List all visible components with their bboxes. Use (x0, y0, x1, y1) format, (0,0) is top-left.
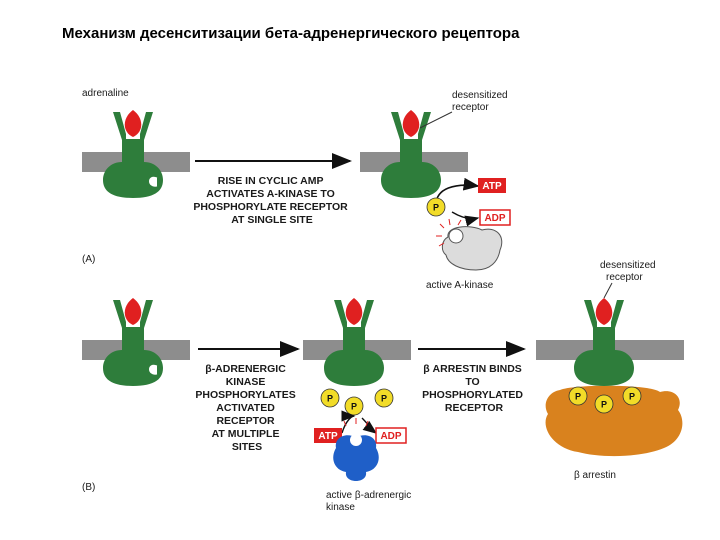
atp-box-b (314, 428, 342, 443)
phosphate-b6 (622, 386, 642, 406)
adrenaline-ligand-b-middle (345, 298, 363, 325)
receptor-b-left (103, 300, 163, 386)
phosphate-b1 (320, 388, 340, 408)
panel-a: adrenaline RISE IN CYCLIC AMP ACTIVATES … (82, 88, 511, 291)
slide-title: Механизм десенситизации бета-адренергиче… (62, 25, 520, 42)
a-kinase-label: active A-kinase (426, 280, 494, 291)
beta-adrenergic-kinase (333, 418, 379, 481)
leader-line-b (603, 282, 613, 299)
adp-label-a: ADP (484, 213, 505, 224)
phosphate-b1-label: P (327, 394, 333, 404)
panel-b: β-ADRENERGIC KINASE PHOSPHORYLATES ACTIV… (82, 260, 684, 513)
arrow-a-text: RISE IN CYCLIC AMP ACTIVATES A-KINASE TO… (193, 175, 350, 226)
a-kinase (436, 218, 503, 271)
adrenaline-ligand-b-right (595, 298, 613, 325)
arrow-b1-text: β-ADRENERGIC KINASE PHOSPHORYLATES ACTIV… (195, 363, 298, 453)
adp-arrow-a (451, 211, 480, 227)
phosphate-b2-label: P (351, 402, 357, 412)
adp-label-b: ADP (380, 431, 401, 442)
adp-box-b (375, 427, 407, 444)
phosphate-b3-label: P (381, 394, 387, 404)
adrenaline-ligand-a-right (402, 110, 420, 137)
desensitized-receptor-label-a: desensitized receptor (452, 90, 510, 113)
phosphate-b4 (568, 386, 588, 406)
adrenaline-ligand-b-left (124, 298, 142, 325)
atp-label-a: ATP (482, 181, 502, 192)
beta-arrestin (545, 385, 683, 457)
phosphate-b5-label: P (601, 400, 607, 410)
desensitized-receptor-label-b: desensitized receptor (600, 260, 658, 283)
phosphate-b5 (594, 394, 614, 414)
adp-box-a (479, 209, 511, 226)
panel-b-label: (B) (82, 482, 95, 493)
leader-line-a (419, 111, 453, 129)
adp-arrow-b (361, 417, 378, 434)
adrenaline-label: adrenaline (82, 88, 129, 99)
adrenaline-ligand-a-left (124, 110, 142, 137)
atp-box-a (478, 178, 506, 193)
phosphate-b3 (374, 388, 394, 408)
beta-arrestin-label: β arrestin (574, 470, 616, 481)
arrow-b2-text: β ARRESTIN BINDS TO PHOSPHORYLATED RECEP… (422, 363, 526, 414)
phosphate-b6-label: P (629, 392, 635, 402)
phosphate-a-label: P (433, 203, 439, 213)
atp-arrow-b (341, 410, 356, 434)
receptor-a-left (103, 112, 163, 198)
phosphate-b4-label: P (575, 392, 581, 402)
panel-a-label: (A) (82, 254, 95, 265)
atp-label-b: ATP (318, 431, 338, 442)
phosphate-a (426, 197, 446, 217)
beta-kinase-label: active β-adrenergic kinase (326, 490, 414, 513)
